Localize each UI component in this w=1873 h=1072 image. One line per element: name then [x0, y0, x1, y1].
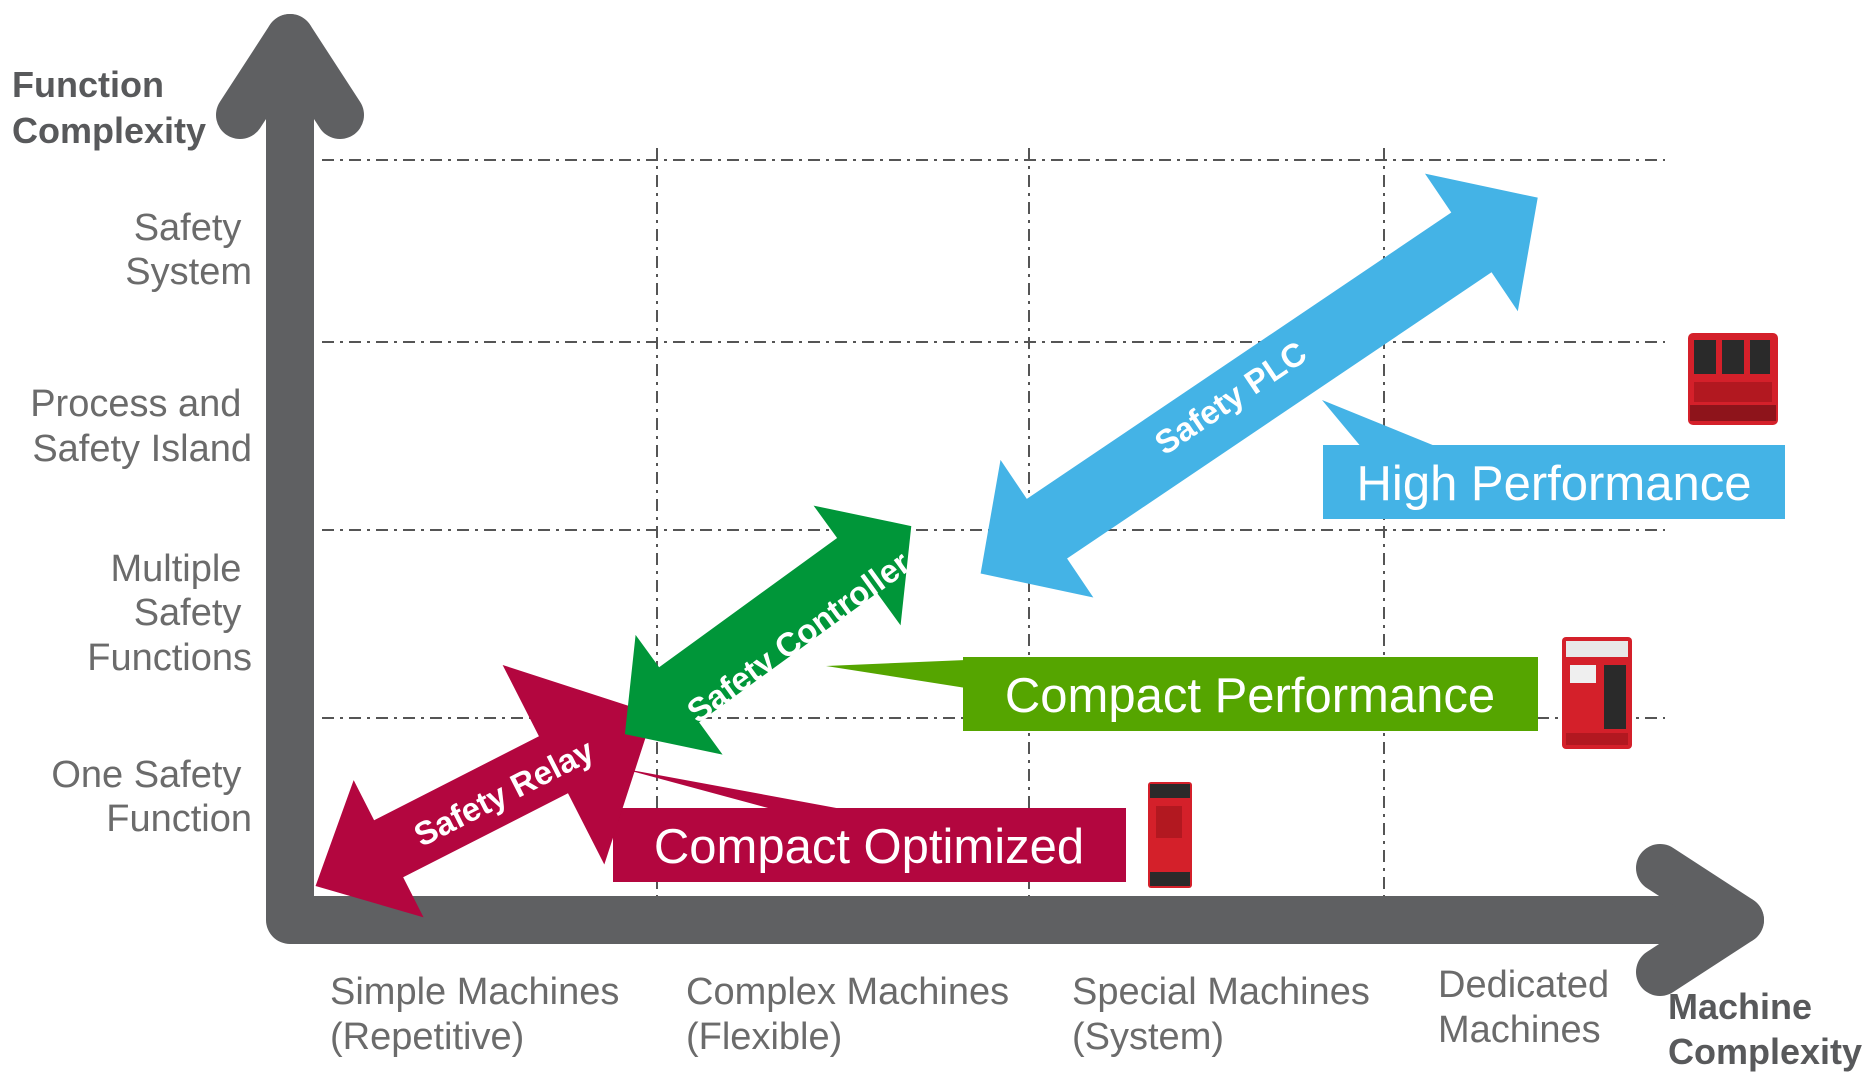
y-axis-title-line2: Complexity — [12, 110, 206, 151]
x-level-4-line2: Machines — [1438, 1009, 1601, 1051]
y-axis-title: Function Complexity — [12, 64, 206, 151]
safety-controller-device-image — [1562, 637, 1632, 749]
x-level-1-line2: (Repetitive) — [330, 1016, 524, 1058]
plc-base — [1690, 405, 1776, 421]
safety-plc-device-image — [1688, 333, 1778, 425]
y-level-2-line2: Safety Island — [32, 428, 252, 470]
y-level-safety-system: Safety System — [125, 207, 252, 293]
x-level-2-line1: Complex Machines — [686, 971, 1009, 1013]
y-level-4-line2: Function — [106, 798, 252, 840]
x-level-simple-machines: Simple Machines (Repetitive) — [330, 971, 630, 1058]
y-axis-title-line1: Function — [12, 64, 164, 105]
callout-box-plc — [1323, 445, 1785, 519]
x-level-dedicated-machines: Dedicated Machines — [1438, 964, 1620, 1051]
y-level-3-line2: Safety — [134, 592, 242, 634]
relay-label — [1156, 806, 1182, 838]
arrow-shape-safety-controller — [624, 505, 912, 755]
y-level-1-line1: Safety — [134, 207, 242, 249]
x-level-complex-machines: Complex Machines (Flexible) — [686, 971, 1020, 1058]
x-axis-arrow — [1636, 844, 1764, 996]
xy-axis-line — [266, 14, 1764, 944]
x-level-special-machines: Special Machines (System) — [1072, 971, 1380, 1058]
x-level-1-line1: Simple Machines — [330, 971, 619, 1013]
y-level-process-safety-island: Process and Safety Island — [30, 383, 252, 470]
callout-pointer-controller — [826, 660, 966, 688]
plc-module-3 — [1750, 340, 1770, 374]
callout-high-performance: High Performance — [1322, 400, 1785, 519]
plc-module-2 — [1722, 340, 1744, 374]
callout-text-relay: Compact Optimized — [654, 820, 1084, 874]
y-level-one-safety-function: One Safety Function — [51, 754, 252, 840]
y-level-3-line1: Multiple — [110, 548, 241, 590]
axes — [216, 14, 1764, 996]
plc-front-panel — [1694, 382, 1772, 402]
plc-module-1 — [1694, 340, 1716, 374]
x-axis-title-line1: Machine — [1668, 986, 1812, 1027]
y-level-1-line2: System — [125, 251, 252, 293]
controller-bottom — [1566, 733, 1628, 745]
arrow-shape-safety-plc — [980, 173, 1538, 598]
y-level-multiple-safety-functions: Multiple Safety Functions — [87, 548, 252, 679]
safety-relay-device-image — [1148, 782, 1192, 888]
controller-terminals — [1604, 665, 1626, 729]
y-level-3-line3: Functions — [87, 637, 252, 679]
relay-bottom-terminal — [1150, 872, 1190, 886]
callout-box-controller — [963, 657, 1538, 731]
controller-display — [1570, 665, 1596, 683]
callout-box-relay — [613, 808, 1126, 882]
callout-text-controller: Compact Performance — [1005, 669, 1495, 723]
relay-top-terminal — [1150, 784, 1190, 798]
controller-top — [1566, 641, 1628, 657]
x-level-3-line2: (System) — [1072, 1016, 1224, 1058]
x-axis-title: Machine Complexity — [1668, 986, 1862, 1072]
arrow-shape-safety-relay — [315, 664, 654, 918]
x-level-3-line1: Special Machines — [1072, 971, 1370, 1013]
x-level-2-line2: (Flexible) — [686, 1016, 842, 1058]
x-axis-title-line2: Complexity — [1668, 1031, 1862, 1072]
y-level-2-line1: Process and — [30, 383, 241, 425]
arrow-safety-plc: Safety PLC — [980, 173, 1538, 598]
callout-compact-performance: Compact Performance — [826, 657, 1538, 731]
y-level-4-line1: One Safety — [51, 754, 241, 796]
callout-text-plc: High Performance — [1357, 457, 1752, 511]
callout-pointer-plc — [1322, 400, 1440, 448]
callout-compact-optimized: Compact Optimized — [613, 768, 1126, 882]
x-level-4-line1: Dedicated — [1438, 964, 1609, 1006]
